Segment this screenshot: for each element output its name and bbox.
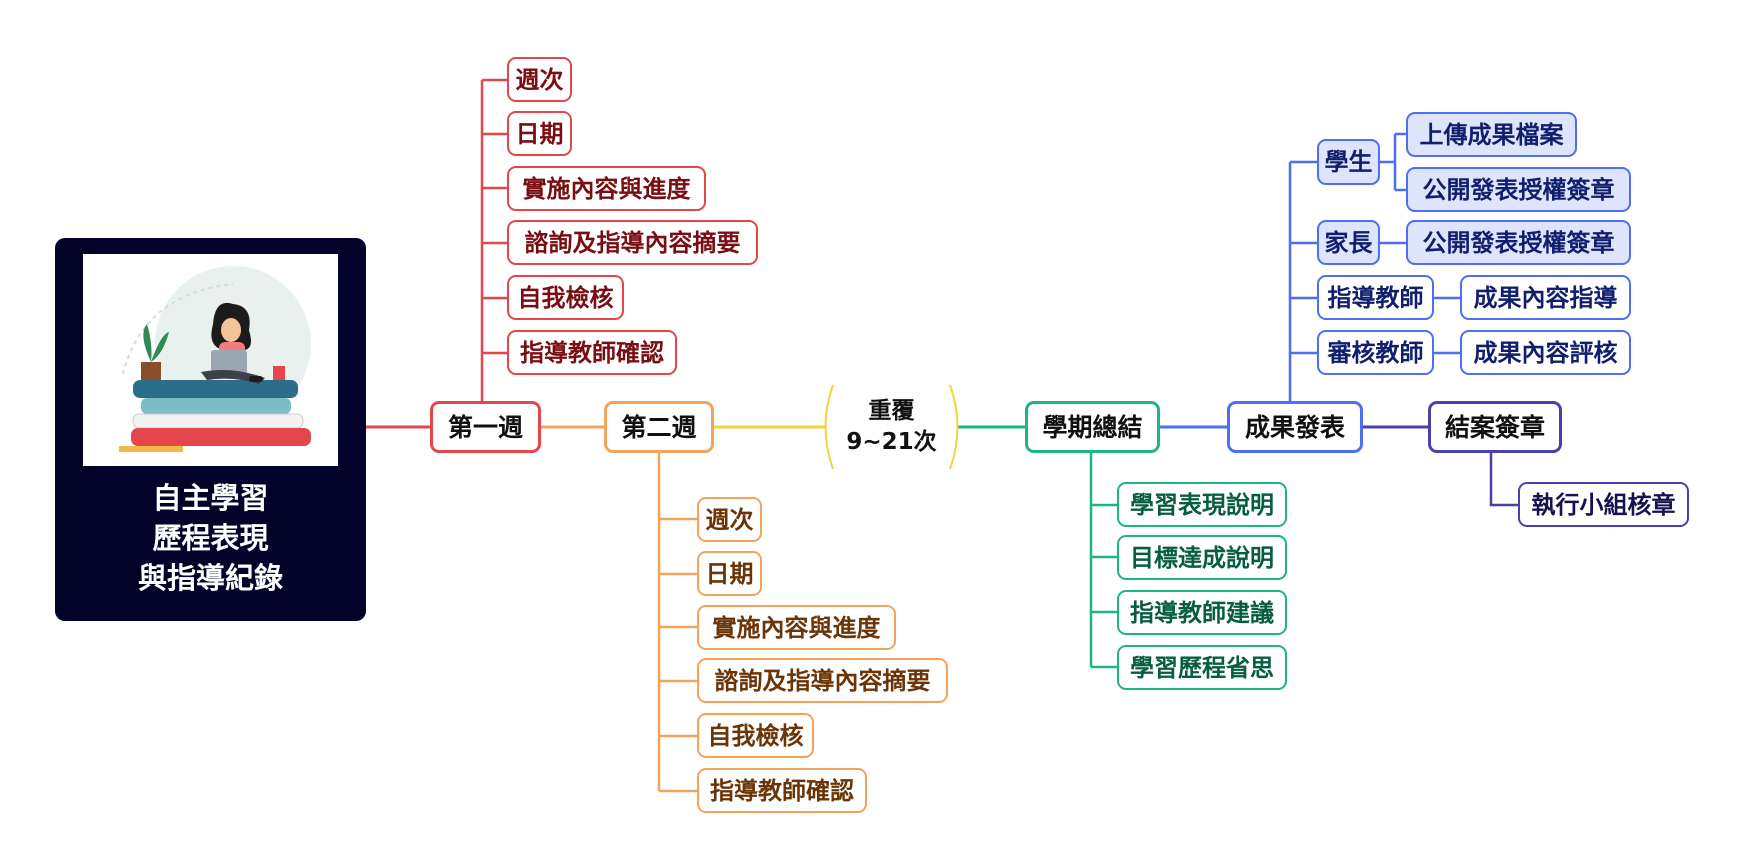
week1-item-teacher-confirm[interactable]: 指導教師確認 (507, 330, 677, 375)
results-student-authorize[interactable]: 公開發表授權簽章 (1406, 167, 1631, 212)
week1-item-progress[interactable]: 實施內容與進度 (507, 166, 706, 211)
week1-branch-lines (480, 78, 507, 401)
summary-branch-lines (1089, 453, 1117, 669)
week2-item-progress[interactable]: 實施內容與進度 (697, 605, 896, 650)
week1-node[interactable]: 第一週 (430, 401, 541, 453)
central-title-line-2: 歷程表現 (152, 521, 269, 555)
results-role-advisor[interactable]: 指導教師 (1317, 275, 1434, 320)
results-parent-authorize[interactable]: 公開發表授權簽章 (1406, 220, 1631, 265)
week2-item-self-check[interactable]: 自我檢核 (697, 713, 814, 758)
results-student-upload[interactable]: 上傳成果檔案 (1406, 112, 1577, 157)
repeat-line-2: 9~21次 (846, 429, 937, 455)
week2-item-week-no[interactable]: 週次 (697, 497, 762, 542)
repeat-line-1: 重覆 (868, 398, 915, 424)
results-role-parent[interactable]: 家長 (1317, 220, 1380, 265)
week2-node[interactable]: 第二週 (604, 401, 714, 453)
central-title-line-1: 自主學習 (152, 481, 269, 515)
repeat-left-bracket (824, 384, 834, 470)
summary-item-teacher-advice[interactable]: 指導教師建議 (1117, 590, 1287, 635)
results-role-student[interactable]: 學生 (1317, 139, 1380, 185)
summary-item-performance[interactable]: 學習表現說明 (1117, 482, 1287, 527)
week2-branch-lines (657, 453, 697, 793)
central-topic: 自主學習 歷程表現 與指導紀錄 (55, 238, 366, 621)
central-title: 自主學習 歷程表現 與指導紀錄 (55, 478, 366, 598)
repeat-right-bracket (949, 384, 959, 470)
results-reviewer-assessment[interactable]: 成果內容評核 (1460, 330, 1631, 375)
results-role-reviewer[interactable]: 審核教師 (1317, 330, 1434, 375)
week2-item-teacher-confirm[interactable]: 指導教師確認 (697, 768, 867, 813)
closing-branch-lines (1489, 453, 1518, 507)
results-node[interactable]: 成果發表 (1227, 401, 1363, 453)
repeat-node[interactable]: 重覆 9~21次 (826, 385, 957, 469)
summary-item-goal[interactable]: 目標達成說明 (1117, 535, 1287, 580)
results-branch-lines (1288, 132, 1460, 401)
week2-item-consult-summary[interactable]: 諮詢及指導內容摘要 (697, 658, 948, 703)
woman-with-laptop-on-books-icon (119, 266, 311, 452)
summary-item-reflection[interactable]: 學習歷程省思 (1117, 645, 1287, 690)
week2-item-date[interactable]: 日期 (697, 551, 762, 596)
closing-item-approval[interactable]: 執行小組核章 (1518, 482, 1689, 527)
week1-item-self-check[interactable]: 自我檢核 (507, 275, 624, 320)
summary-node[interactable]: 學期總結 (1025, 401, 1160, 453)
closing-node[interactable]: 結案簽章 (1428, 401, 1562, 453)
week1-item-date[interactable]: 日期 (507, 111, 572, 156)
results-advisor-guidance[interactable]: 成果內容指導 (1460, 275, 1631, 320)
week1-item-consult-summary[interactable]: 諮詢及指導內容摘要 (507, 220, 758, 265)
week1-item-week-no[interactable]: 週次 (507, 57, 572, 102)
central-title-line-3: 與指導紀錄 (137, 561, 283, 595)
central-illustration (83, 254, 338, 466)
